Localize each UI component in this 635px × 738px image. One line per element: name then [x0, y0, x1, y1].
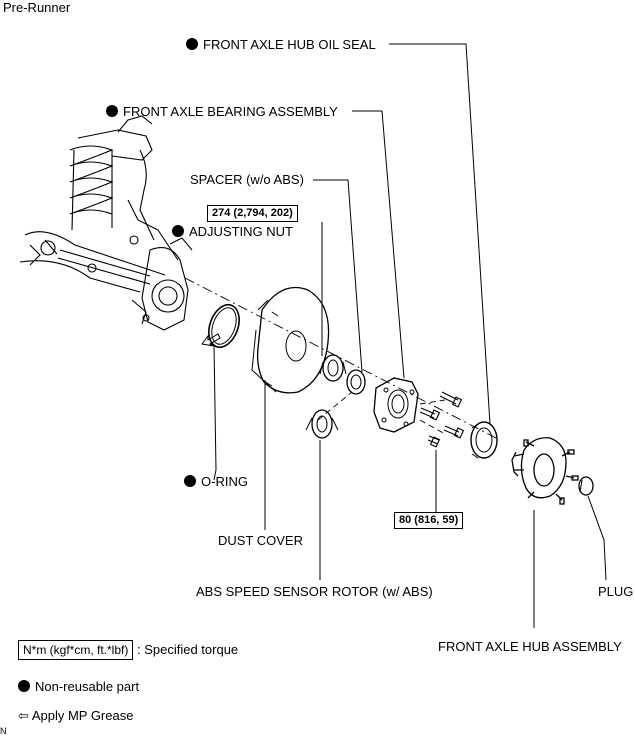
adjusting-nut-shape	[322, 354, 344, 382]
leader-lines	[213, 43, 607, 628]
non-reusable-bullet-icon	[184, 475, 196, 487]
label-o-ring: O-RING	[184, 474, 248, 490]
label-dust-cover: DUST COVER	[218, 533, 303, 548]
label-plug: PLUG	[598, 584, 634, 599]
non-reusable-bullet-icon	[106, 105, 118, 117]
plug-shape	[578, 476, 594, 496]
hub-assembly-shape	[511, 437, 579, 505]
bearing-assembly-shape	[373, 377, 419, 433]
label-hub-assembly: FRONT AXLE HUB ASSEMBLY	[438, 639, 622, 654]
dust-cover-shape	[256, 286, 330, 394]
bolts-shape	[419, 391, 465, 448]
suspension-knuckle-illustration	[19, 115, 193, 331]
non-reusable-bullet-icon	[186, 38, 198, 50]
torque-adjusting-nut: 274 (2,794, 202)	[207, 205, 298, 222]
corner-mark: N	[0, 726, 7, 736]
legend-torque-box: N*m (kgf*cm, ft.*lbf)	[18, 640, 134, 660]
label-bearing-assembly: FRONT AXLE BEARING ASSEMBLY	[106, 104, 338, 120]
non-reusable-bullet-icon	[172, 225, 184, 237]
grease-arrow-icon	[201, 333, 221, 347]
legend-torque-text: : Specified torque	[136, 642, 239, 657]
label-spacer: SPACER (w/o ABS)	[190, 172, 304, 187]
spacer-shape	[346, 369, 366, 395]
page-title: Pre-Runner	[3, 0, 71, 15]
non-reusable-bullet-icon	[18, 680, 30, 692]
label-abs-rotor: ABS SPEED SENSOR ROTOR (w/ ABS)	[196, 584, 433, 599]
label-oil-seal: FRONT AXLE HUB OIL SEAL	[186, 37, 376, 53]
legend-torque: N*m (kgf*cm, ft.*lbf) : Specified torque	[18, 640, 238, 660]
grease-arrow-icon: ⇦	[18, 708, 29, 723]
legend-non-reusable: Non-reusable part	[18, 679, 139, 695]
o-ring-shape	[208, 303, 240, 349]
legend-grease: ⇦ Apply MP Grease	[18, 708, 134, 723]
torque-bolts: 80 (816, 59)	[394, 512, 464, 529]
label-adjusting-nut: ADJUSTING NUT	[172, 224, 293, 240]
abs-rotor-shape	[311, 409, 333, 439]
oil-seal-shape	[470, 421, 498, 459]
